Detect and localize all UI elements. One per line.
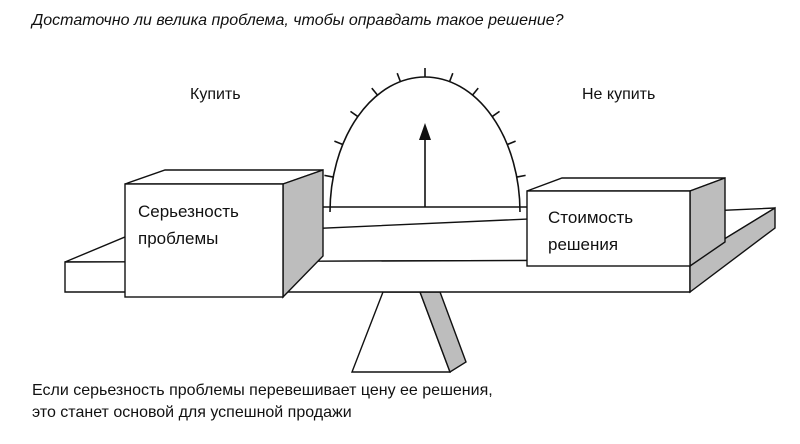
right-box-front [526, 190, 691, 267]
gauge-tick [334, 140, 344, 146]
left-box-line1: Серьезность [138, 202, 239, 221]
gauge-tick [506, 140, 516, 146]
question-title: Достаточно ли велика проблема, чтобы опр… [32, 12, 564, 29]
caption-line1: Если серьезность проблемы перевешивает ц… [32, 382, 493, 399]
caption: Если серьезность проблемы перевешивает ц… [32, 380, 493, 424]
caption-line2: это станет основой для успешной продажи [32, 404, 352, 421]
left-box-line2: проблемы [138, 229, 219, 248]
label-buy: Купить [190, 86, 241, 103]
gauge-tick [471, 87, 479, 96]
gauge-tick [371, 87, 379, 96]
arrow-head [419, 123, 431, 140]
left-box-front [124, 183, 284, 298]
gauge-tick [516, 174, 526, 178]
right-box-line1: Стоимость [548, 208, 634, 227]
gauge-tick [396, 72, 402, 82]
gauge-tick [350, 110, 359, 118]
label-not-buy: Не купить [582, 86, 656, 103]
plank-side [689, 206, 776, 294]
gauge-tick [491, 110, 500, 118]
gauge-tick [324, 174, 334, 178]
gauge-tick [448, 72, 454, 82]
right-box-line2: решения [548, 235, 619, 254]
gauge-ticks [324, 68, 526, 178]
left-box-label: Серьезность проблемы [138, 198, 239, 252]
right-box-label: Стоимость решения [548, 204, 633, 258]
